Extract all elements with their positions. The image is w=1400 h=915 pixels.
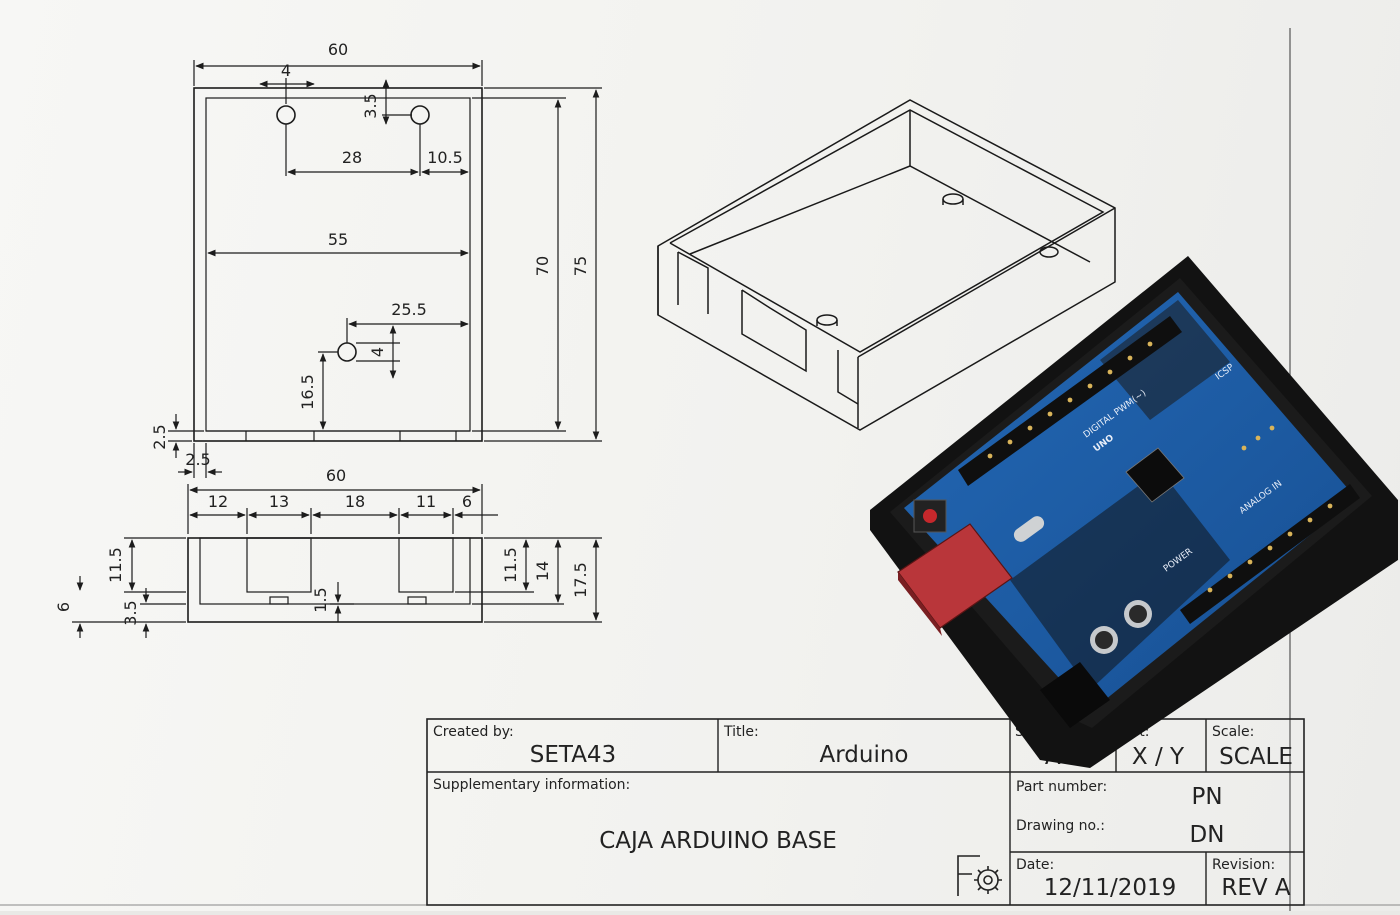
dim-inner-height: 70 (533, 256, 552, 276)
revision-value: REV A (1221, 875, 1291, 901)
dim-inner-width: 55 (328, 230, 348, 249)
isometric-view (657, 99, 1116, 431)
mount-hole (276, 105, 296, 125)
scale-value: SCALE (1219, 744, 1293, 770)
front-view: 60 4 3.5 28 10.5 55 25.5 4 16.5 (150, 40, 602, 478)
drawing-number-label: Drawing no.: (1016, 818, 1105, 834)
date-label: Date: (1016, 857, 1054, 873)
dim-base-total: 6 (54, 602, 73, 612)
dim-outer-height: 75 (571, 256, 590, 276)
scale-label: Scale: (1212, 724, 1254, 740)
created-by-value: SETA43 (530, 742, 616, 768)
date-value: 12/11/2019 (1044, 875, 1177, 901)
dim-seg-3: 18 (345, 492, 365, 511)
sheet-value: X / Y (1132, 744, 1185, 770)
dim-side-width: 60 (326, 466, 346, 485)
drawing-number-value: DN (1190, 822, 1225, 848)
dim-outer-h: 17.5 (571, 562, 590, 598)
dim-seg-4: 11 (416, 492, 436, 511)
supp-value: CAJA ARDUINO BASE (599, 828, 837, 854)
dim-seg-2: 13 (269, 492, 289, 511)
dim-lower-hole-dia: 4 (368, 347, 387, 357)
created-by-label: Created by: (433, 724, 514, 740)
dim-cut-right: 11.5 (501, 547, 520, 583)
mount-hole (410, 105, 430, 125)
revision-label: Revision: (1212, 857, 1275, 873)
mount-hole (337, 342, 357, 362)
dim-lower-hole-right: 25.5 (391, 300, 427, 319)
dim-cut-left: 11.5 (106, 547, 125, 583)
title-value: Arduino (819, 742, 908, 768)
dim-hole-right: 10.5 (427, 148, 463, 167)
dim-inner-h: 14 (533, 561, 552, 581)
side-view: 60 12 13 18 11 6 11.5 6 3.5 1.5 (54, 466, 602, 638)
dim-wall-y: 2.5 (150, 424, 169, 449)
supp-label: Supplementary information: (433, 777, 630, 793)
part-number-value: PN (1191, 784, 1222, 810)
part-number-label: Part number: (1016, 779, 1107, 795)
dim-base-sub: 3.5 (121, 600, 140, 625)
arduino-enclosure: UNO DIGITAL PWM(~) ANALOG IN POWER ICSP (870, 256, 1398, 768)
dim-wall-x: 2.5 (185, 450, 210, 469)
dim-width: 60 (328, 40, 348, 59)
dim-hole-offset-y: 3.5 (361, 93, 380, 118)
cad-logo-icon (957, 855, 1002, 896)
title-block: Created by: SETA43 Title: Arduino Size: … (426, 718, 1305, 906)
dim-seg-1: 12 (208, 492, 228, 511)
dim-seg-5: 6 (462, 492, 472, 511)
title-label: Title: (723, 724, 759, 740)
dim-hole-offset-x: 4 (281, 61, 291, 80)
dim-floor: 1.5 (311, 587, 330, 612)
dim-hole-spacing: 28 (342, 148, 362, 167)
dim-lower-hole-height: 16.5 (298, 374, 317, 410)
